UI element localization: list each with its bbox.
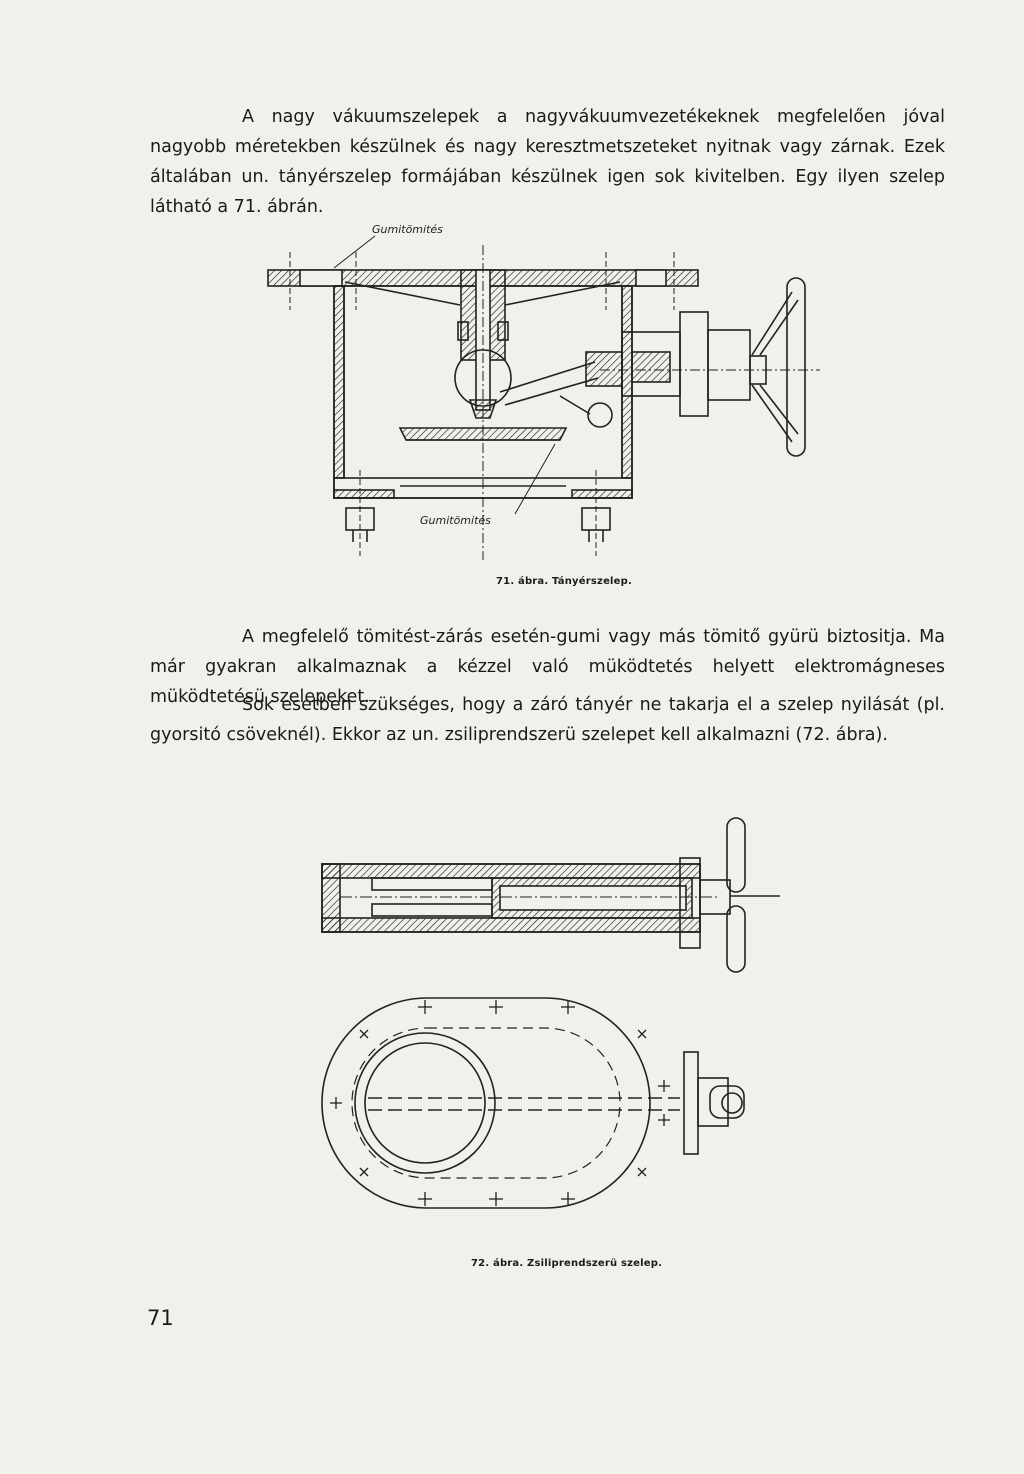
figure-71-plate-valve: Gumitömités Gumitömités xyxy=(267,223,820,560)
label-gumitomites-top: Gumitömités xyxy=(372,223,443,236)
paragraph-2: A megfelelő tömitést-zárás esetén-gumi v… xyxy=(150,627,945,707)
label-gumitomites-bottom: Gumitömités xyxy=(420,514,491,527)
caption-figure-71: 71. ábra. Tányérszelep. xyxy=(496,576,633,587)
paragraph-1: A nagy vákuumszelepek a nagyvákuumvezeté… xyxy=(150,107,945,217)
caption-figure-72: 72. ábra. Zsiliprendszerü szelep. xyxy=(471,1258,663,1269)
paragraph-3: Sok esetben szükséges, hogy a záró tányé… xyxy=(150,695,945,745)
page-number: 71 xyxy=(147,1306,174,1330)
